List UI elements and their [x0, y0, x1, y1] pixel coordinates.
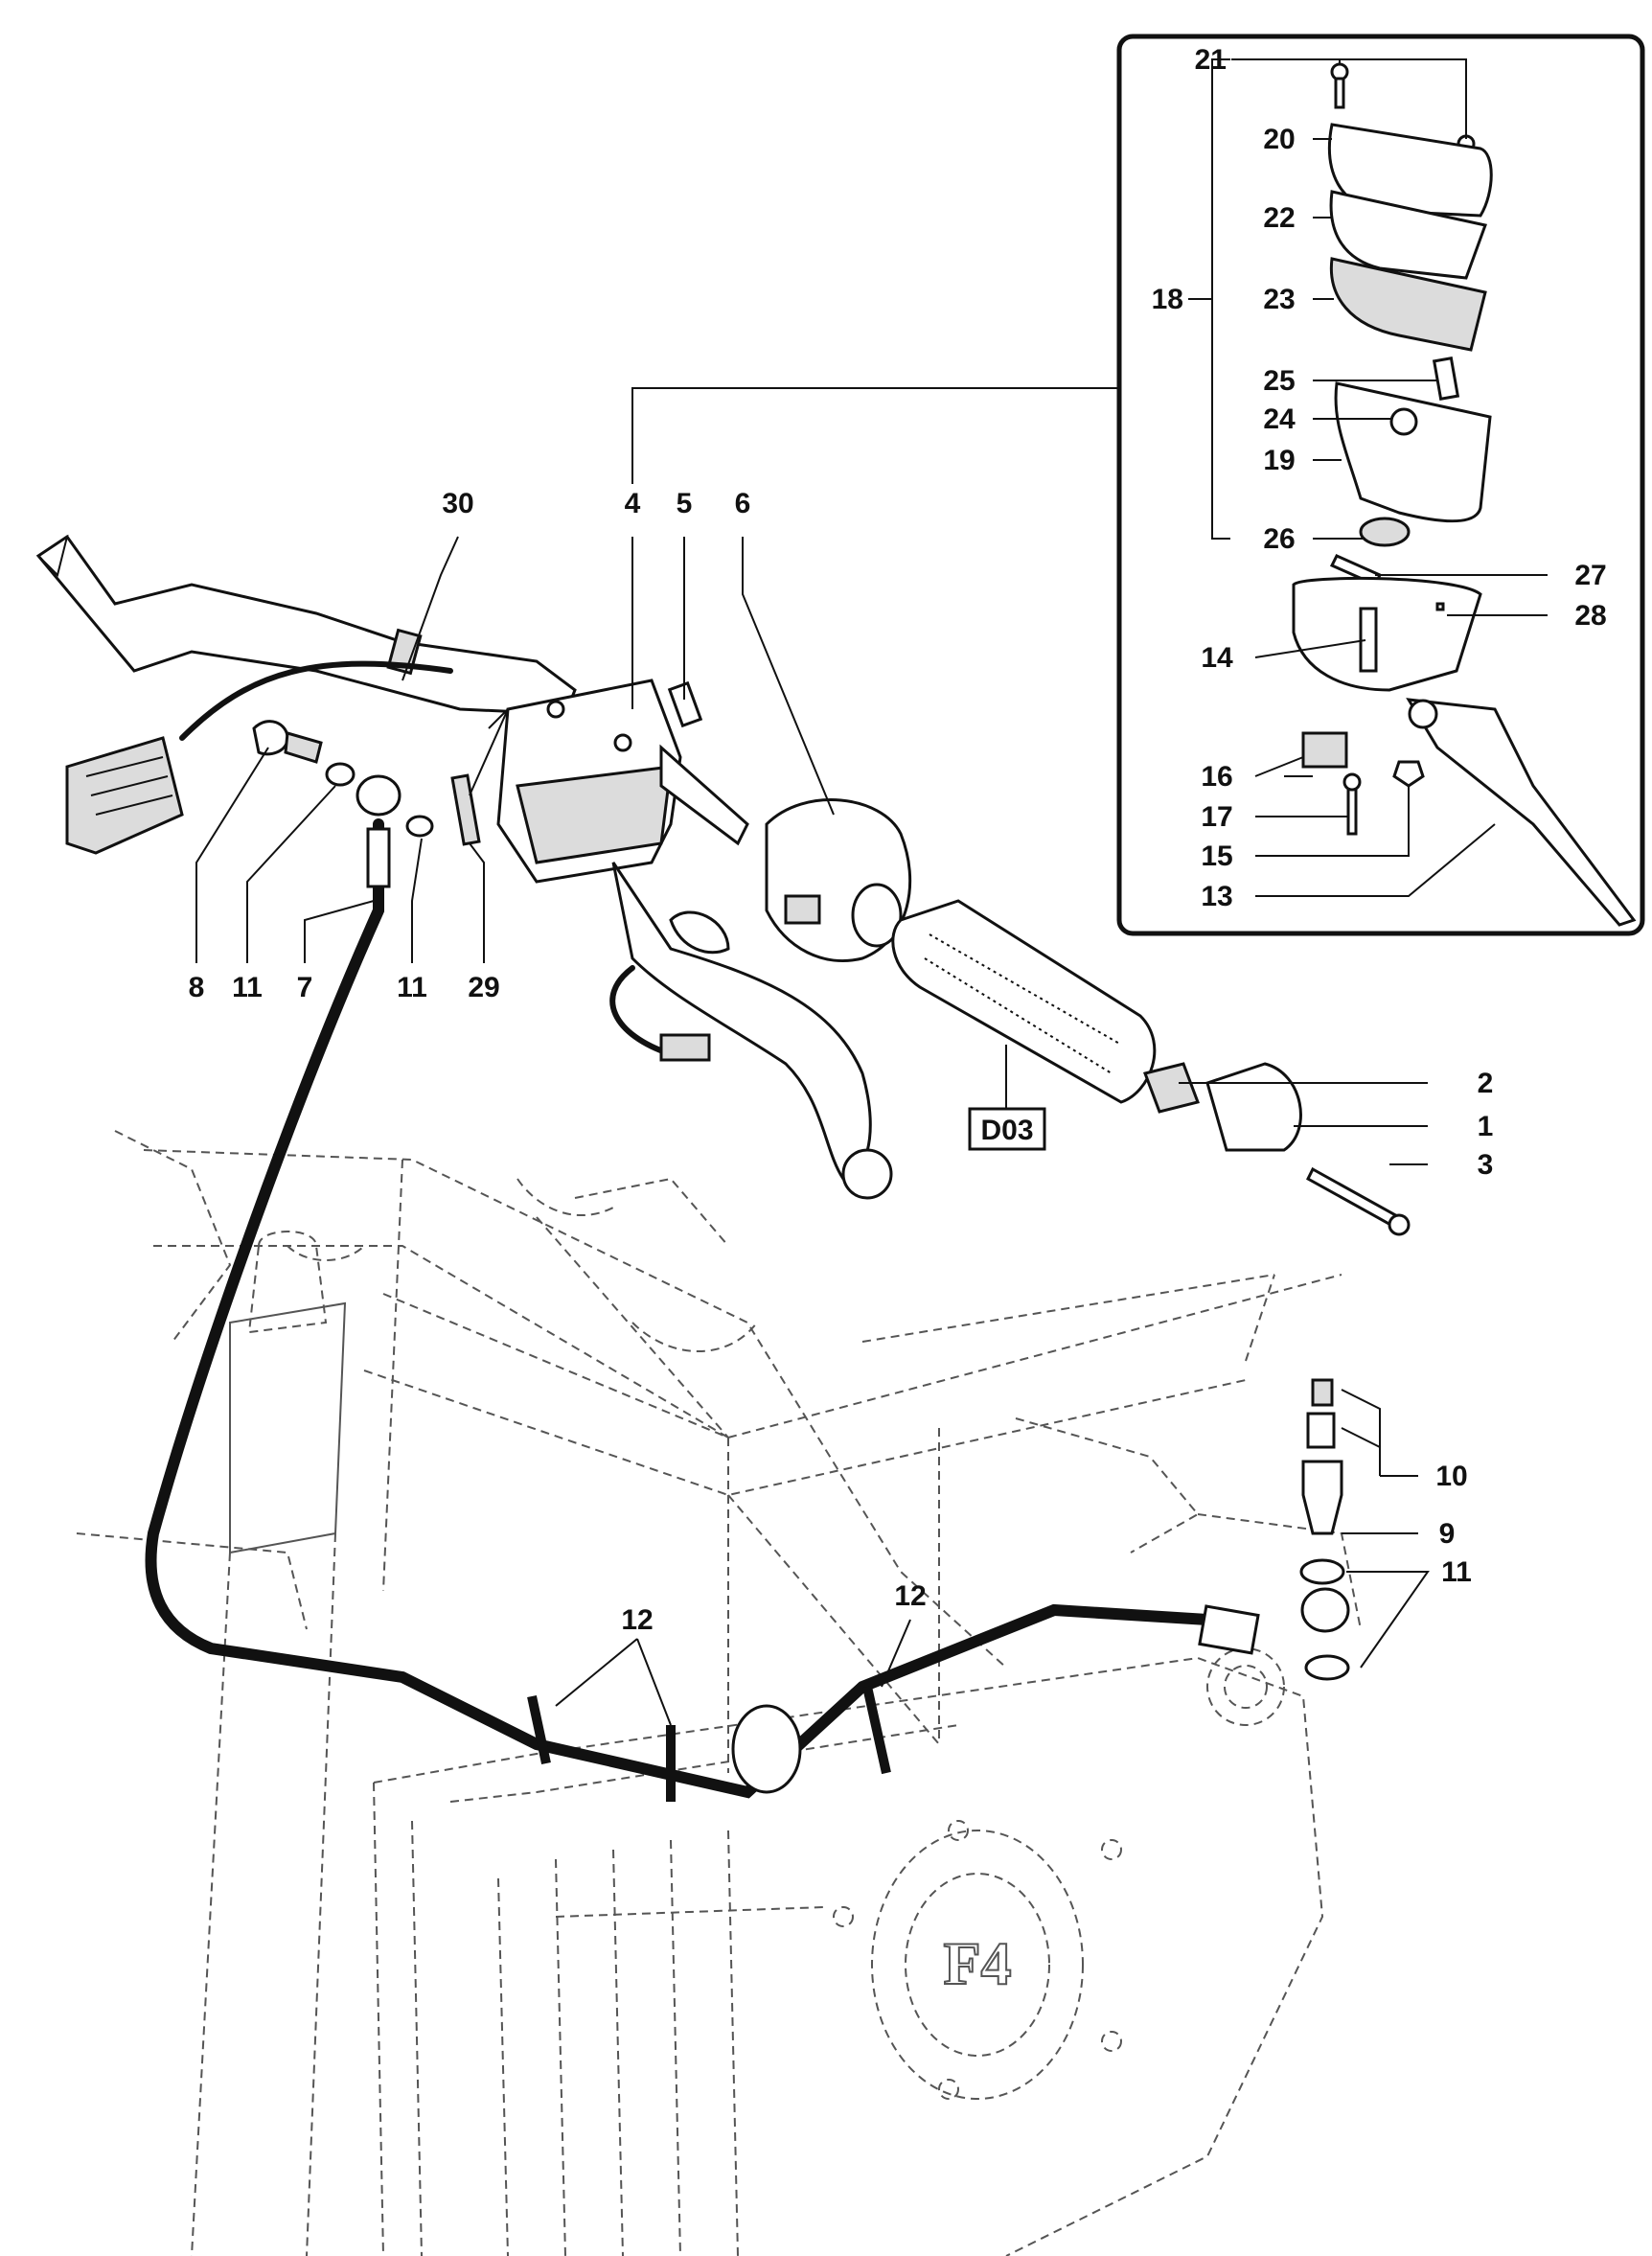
callout-4: 4 — [625, 488, 641, 519]
callout-11-right: 11 — [1441, 1556, 1472, 1588]
callout-9: 9 — [1439, 1518, 1456, 1550]
engine-block: F4 — [373, 1417, 1362, 2256]
handlebar — [35, 534, 577, 716]
reference-box-d03: D03 — [968, 1107, 1046, 1151]
bar-end-weight — [1143, 1062, 1411, 1236]
left-switch-housing — [765, 798, 912, 963]
callout-30: 30 — [442, 488, 473, 519]
callout-11-left: 11 — [232, 972, 263, 1003]
callout-27: 27 — [1574, 560, 1606, 591]
callout-2: 2 — [1478, 1068, 1494, 1099]
callout-20: 20 — [1263, 124, 1295, 155]
callout-5: 5 — [677, 488, 693, 519]
callout-6: 6 — [735, 488, 751, 519]
callout-24: 24 — [1263, 403, 1296, 435]
callout-labels: 21 20 22 18 23 25 24 19 26 27 28 14 16 1… — [189, 44, 1607, 1636]
callout-3: 3 — [1478, 1149, 1494, 1181]
callout-12-left: 12 — [621, 1604, 653, 1636]
callout-21: 21 — [1195, 44, 1227, 76]
callout-8: 8 — [189, 972, 205, 1003]
callout-1: 1 — [1478, 1111, 1494, 1142]
banjo-bolt-assembly-top — [252, 680, 703, 846]
callout-28: 28 — [1574, 600, 1606, 632]
callout-22: 22 — [1263, 202, 1295, 234]
bleed-valve-assembly — [1299, 1378, 1350, 1681]
callout-10: 10 — [1435, 1461, 1467, 1492]
callout-12-right: 12 — [894, 1580, 926, 1612]
reference-label: D03 — [980, 1115, 1033, 1146]
callout-16: 16 — [1201, 761, 1232, 793]
callout-15: 15 — [1201, 840, 1232, 872]
callout-26: 26 — [1263, 523, 1295, 555]
callout-17: 17 — [1201, 801, 1232, 833]
engine-logo: F4 — [943, 1929, 1011, 1997]
callout-25: 25 — [1263, 365, 1295, 397]
callout-19: 19 — [1263, 445, 1295, 476]
callout-11-mid: 11 — [397, 972, 427, 1003]
hose-clamps — [527, 1685, 891, 1802]
clutch-hose — [145, 818, 1260, 1799]
leader-lines — [195, 58, 1548, 1726]
inset-reservoir-parts — [1284, 62, 1637, 927]
callout-23: 23 — [1263, 284, 1295, 315]
callout-13: 13 — [1201, 881, 1232, 912]
front-fork — [191, 1231, 365, 2256]
callout-18: 18 — [1152, 284, 1183, 315]
callout-14: 14 — [1201, 642, 1233, 674]
clutch-master-cylinder — [496, 679, 893, 1200]
motorcycle-frame — [76, 1130, 1342, 1773]
callout-7: 7 — [297, 972, 313, 1003]
callout-29: 29 — [468, 972, 499, 1003]
switch-cable-connector — [65, 660, 453, 855]
grip — [891, 899, 1157, 1104]
